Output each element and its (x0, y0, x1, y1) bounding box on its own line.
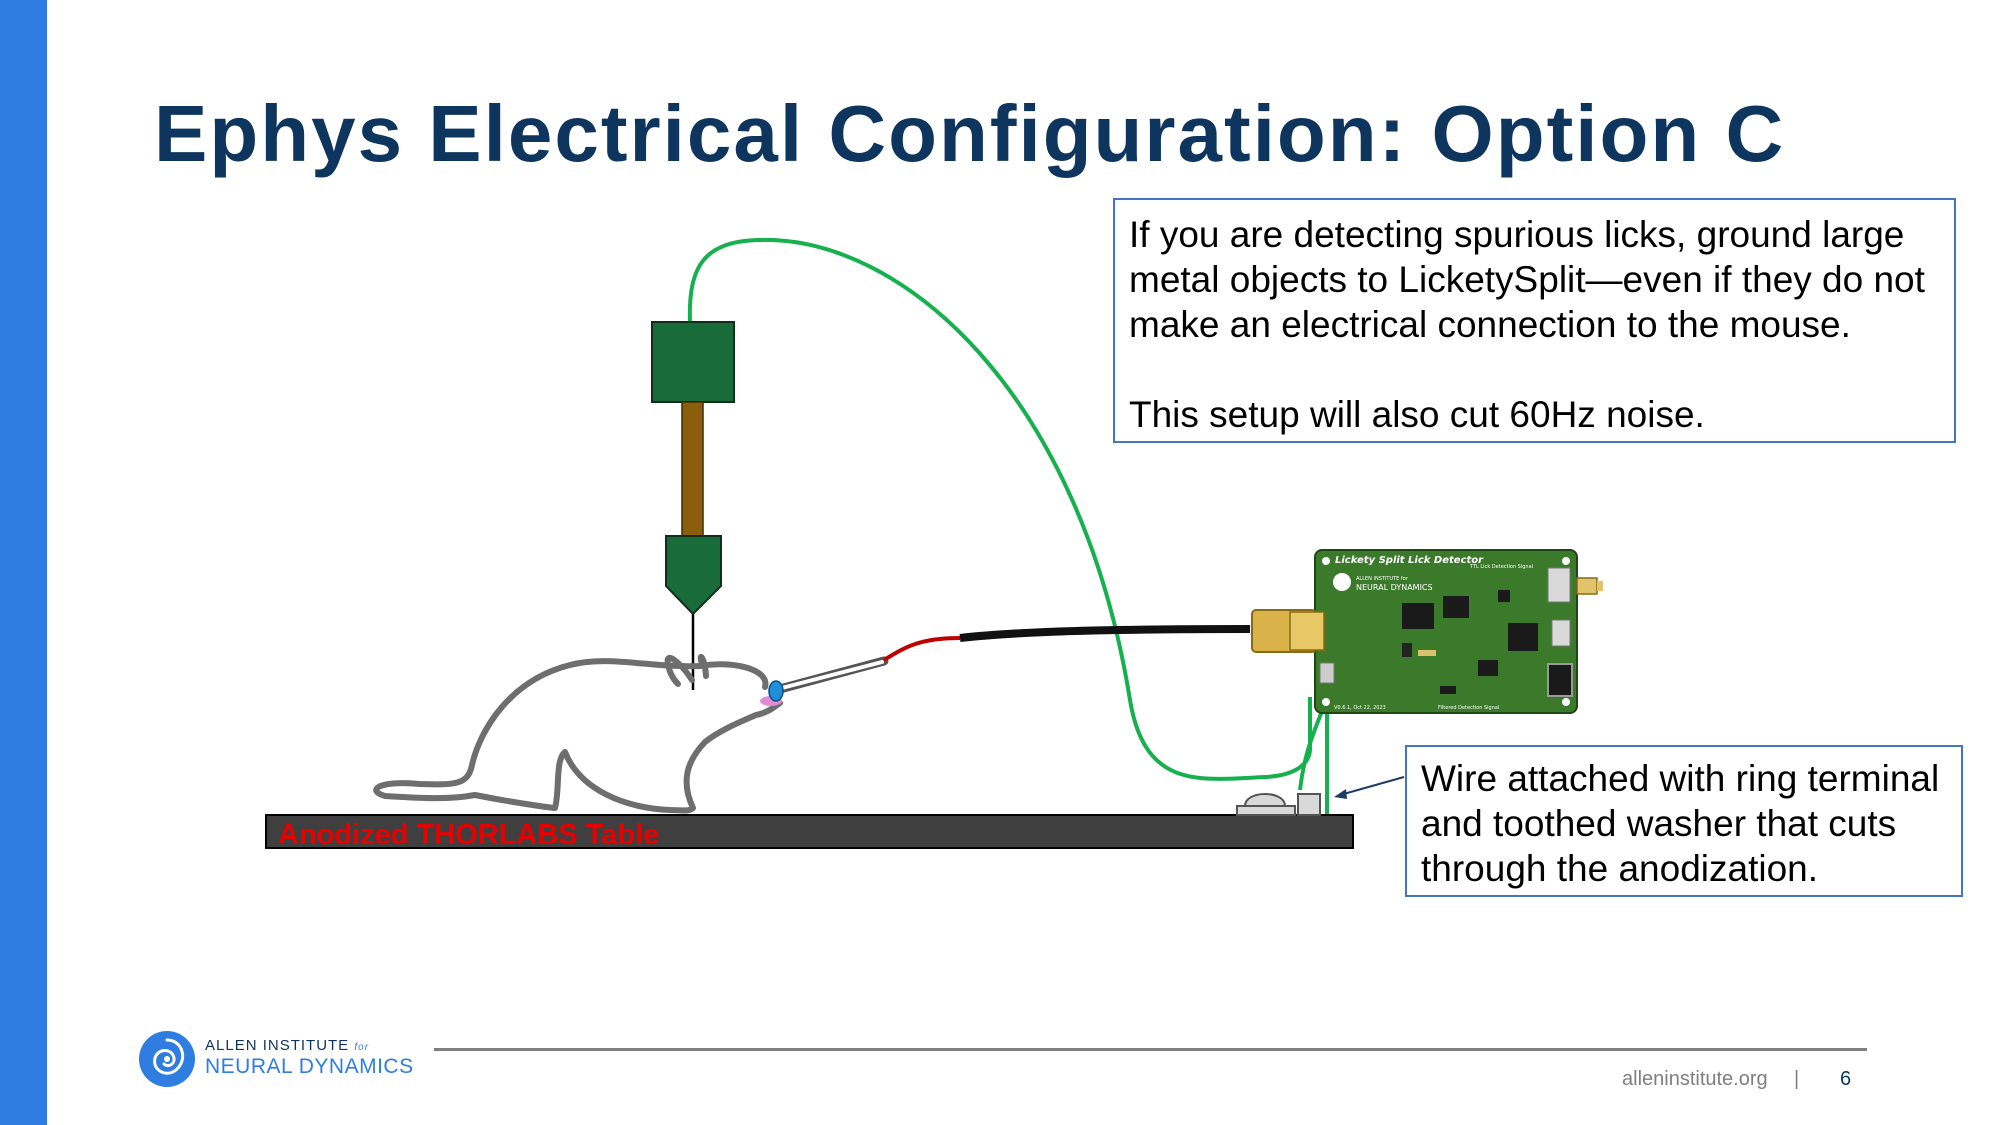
table-screw (1236, 793, 1296, 816)
ring-terminal (1297, 793, 1321, 816)
optical-table (265, 814, 1354, 849)
board-filtered-label: Filtered Detection Signal (1438, 705, 1499, 711)
mouse-ear-back (697, 653, 709, 679)
spout-cable-black (959, 625, 1251, 642)
board-org-line2: NEURAL DYNAMICS (1356, 583, 1433, 592)
footer-site-link[interactable]: alleninstitute.org (1622, 1068, 1768, 1090)
logo-text-line2: NEURAL DYNAMICS (205, 1055, 414, 1078)
headstage-box (651, 321, 735, 403)
spout-tip (768, 680, 784, 702)
footer-divider (434, 1048, 1867, 1051)
probe-shaft (681, 401, 704, 537)
lick-spout-core (776, 660, 884, 691)
mouse-ear (664, 655, 695, 687)
probe-tip-holder (665, 535, 722, 616)
board-title: Lickety Split Lick Detector (1335, 555, 1484, 566)
slide-title: Ephys Electrical Configuration: Option C (154, 89, 1786, 178)
wire-attachment-callout: Wire attached with ring terminal and too… (1405, 745, 1963, 897)
ground-wire (687, 237, 1312, 781)
table-label: Anodized THORLABS Table (278, 819, 660, 851)
callout-arrow (1339, 776, 1405, 796)
page-number: 6 (1840, 1068, 1852, 1090)
spurious-licks-callout: If you are detecting spurious licks, gro… (1113, 198, 1956, 443)
institute-logo-icon (139, 1031, 195, 1087)
callout-paragraph: This setup will also cut 60Hz noise. (1129, 394, 1705, 435)
board-ttl-label: TTL Lick Detection Signal (1469, 564, 1533, 570)
board-version: V0.6.1, Oct 22, 2023 (1334, 705, 1386, 711)
board-org-line1: ALLEN INSTITUTE for (1356, 576, 1409, 582)
accent-side-bar (0, 0, 47, 1125)
logo-text-line1: ALLEN INSTITUTE for (205, 1037, 370, 1054)
footer-separator: | (1794, 1068, 1800, 1090)
mouse-outline (373, 658, 783, 814)
spout-cable-red (882, 636, 961, 662)
callout-paragraph: If you are detecting spurious licks, gro… (1129, 214, 1925, 345)
board-logo-icon (1333, 573, 1351, 591)
